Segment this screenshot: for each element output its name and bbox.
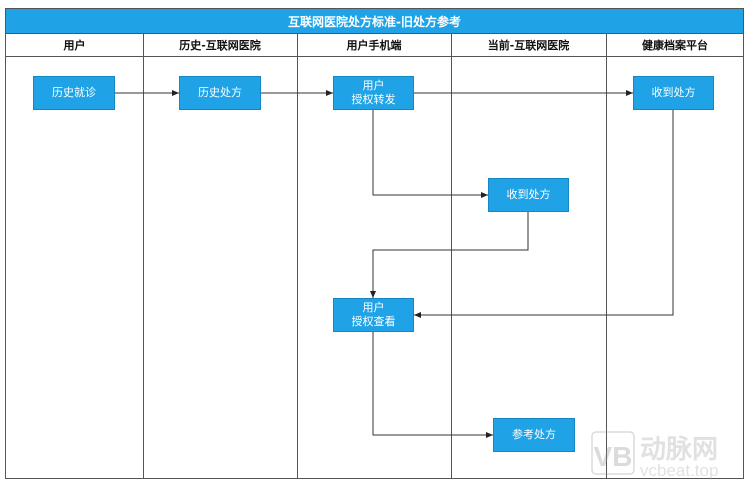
node-auth-forward: 用户 授权转发: [333, 76, 414, 110]
lane-header-health-platform: 健康档案平台: [606, 34, 744, 57]
node-history-rx: 历史处方: [179, 76, 261, 110]
arrow-auth-view-to-reference: [372, 332, 493, 438]
svg-text:vcbeat.top: vcbeat.top: [640, 461, 718, 480]
node-current-receive: 收到处方: [488, 178, 569, 212]
arrow-auth-forward-to-current: [372, 110, 488, 198]
lane-header-current-hospital: 当前-互联网医院: [451, 34, 606, 57]
svg-text:VB: VB: [594, 441, 633, 472]
arrow-current-to-auth-view: [370, 212, 529, 298]
node-platform-receive: 收到处方: [633, 76, 714, 110]
lane-header-user: 用户: [6, 34, 143, 57]
arrow-platform-to-auth-view: [414, 110, 674, 318]
diagram-title: 互联网医院处方标准-旧处方参考: [5, 8, 744, 34]
lane-header-history-hospital: 历史-互联网医院: [143, 34, 297, 57]
watermark: VB 动脉网 vcbeat.top: [591, 431, 718, 480]
lane-divider: [606, 34, 607, 479]
lane-divider: [297, 34, 298, 479]
node-reference-rx: 参考处方: [493, 418, 575, 452]
lane-divider: [451, 34, 452, 479]
lane-divider: [143, 34, 144, 479]
svg-text:动脉网: 动脉网: [640, 435, 718, 465]
node-history-visit: 历史就诊: [33, 76, 115, 110]
lane-header-user-mobile: 用户手机端: [297, 34, 451, 57]
node-auth-view: 用户 授权查看: [333, 298, 414, 332]
